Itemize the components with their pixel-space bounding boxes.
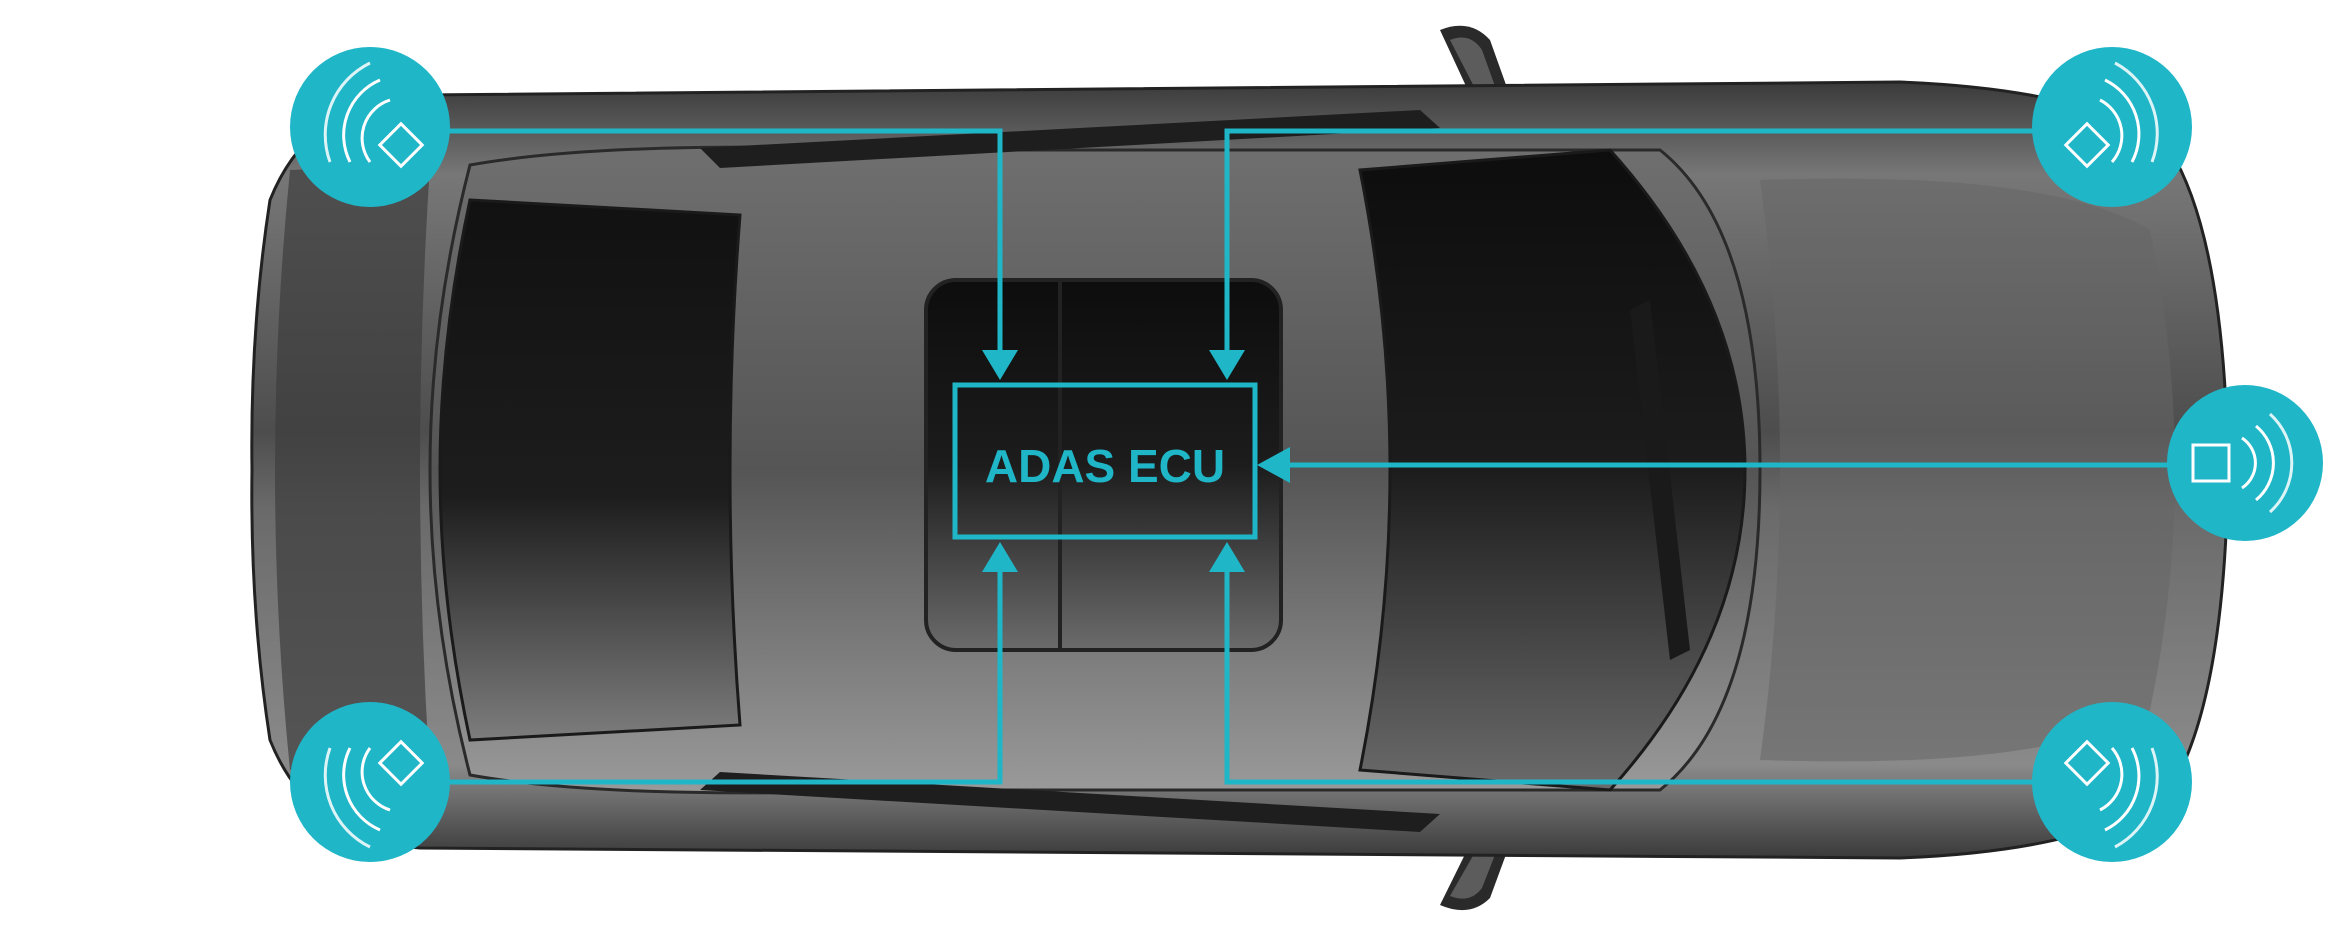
sensor-rear-right [2032,702,2192,862]
top-side-trim [700,110,1440,168]
bottom-side-trim [700,772,1440,832]
rear-window [438,198,742,742]
connector-rear-right [1224,572,2080,785]
arrow-down-icon [982,350,1018,380]
sensor-front-left [290,47,450,207]
arrow-up-icon [982,542,1018,572]
connection-lines [370,128,2170,785]
connector-front-right [1224,128,2080,360]
arrow-down-icon [1209,350,1245,380]
connector-front-left [370,128,1003,360]
ecu-box: ADAS ECU [952,382,1258,540]
ecu-label: ADAS ECU [985,440,1225,492]
arrowheads [982,350,1290,572]
corner-radar-icon [2063,739,2159,849]
sensor-front-right [2032,47,2192,207]
hood [1760,178,2175,762]
sensor-rear-left [290,702,450,862]
car-illustration [250,25,2230,911]
front-radar-icon [2191,412,2294,514]
connector-rear-left [370,572,1003,785]
arrow-up-icon [1209,542,1245,572]
corner-radar-icon [2063,61,2159,169]
corner-radar-icon [323,739,425,849]
corner-radar-icon [323,61,425,169]
wiper [1630,300,1690,660]
sensor-front-center [2167,385,2323,541]
arrow-left-icon [1257,447,1290,483]
trunk [275,165,430,775]
